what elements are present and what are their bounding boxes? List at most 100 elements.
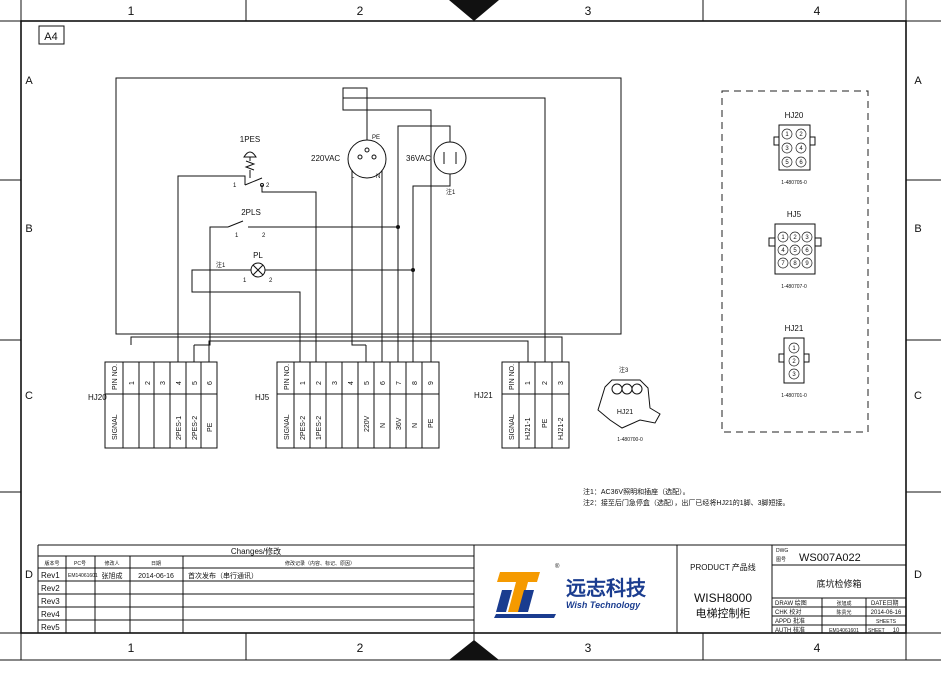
drawing-title: 底坑检修箱: [816, 578, 861, 589]
zone-labels: 1 2 3 4 1 2 3 4 A B C D A B C D A4: [25, 4, 922, 655]
hj5-pin: 2: [316, 381, 323, 385]
1pes-label: 1PES: [240, 135, 260, 144]
change-rev: Rev1: [41, 571, 60, 580]
col-label-top: 4: [814, 4, 821, 18]
row-label-left: A: [25, 75, 33, 87]
hj20-table-name: HJ20: [88, 393, 107, 402]
part-hj5-pin: 1: [781, 235, 785, 241]
changes-header: PC号: [74, 561, 86, 567]
part-hj20-pin: 2: [799, 132, 803, 138]
part-hj5-pin: 8: [793, 261, 797, 267]
hj20-pin: 4: [176, 381, 183, 385]
hj21-signal: HJ21-1: [525, 417, 532, 440]
part-hj5-pin: 5: [793, 248, 797, 254]
hj21-pin: 1: [525, 381, 532, 385]
change-date: 2014-06-16: [138, 573, 174, 580]
change-rev: Rev2: [41, 584, 60, 593]
switch-2pls: 2PLS 1 2: [227, 208, 266, 239]
change-author: 张旭成: [102, 571, 123, 580]
paper-size-label: A4: [44, 31, 57, 43]
hj20-pin: 1: [129, 381, 136, 385]
paper-size-box: [38, 25, 65, 45]
part-hj21-pin: 2: [792, 359, 796, 365]
part-hj21: HJ21 1 2 3 1-480701-0: [778, 324, 810, 399]
hj5-pin: 6: [380, 381, 387, 385]
part-hj5-pn: 1-480707-0: [781, 284, 807, 290]
dwg-label: DWG: [776, 548, 788, 554]
sheet-label: SHEET: [868, 628, 885, 634]
row-label-right: D: [914, 569, 922, 581]
part-hj5-pin: 2: [793, 235, 797, 241]
part-hj20-pin: 4: [799, 146, 803, 152]
hj20-signal: 2PES-1: [176, 416, 183, 440]
socket-36-label: 36VAC: [406, 154, 431, 163]
part-hj20-pin: 3: [785, 146, 789, 152]
connector-table-hj20: HJ20 PIN NO. SIGNAL 1 2 3 4 5 6 2PES-1 2…: [88, 361, 218, 449]
2pls-pin2: 2: [262, 233, 266, 239]
part-hj21-pn: 1-480701-0: [781, 393, 807, 399]
auth-value: EM14061601: [829, 628, 859, 634]
hj21-pin: 3: [558, 381, 565, 385]
hj5-pin: 9: [428, 381, 435, 385]
signal-header: SIGNAL: [509, 414, 516, 440]
part-hj5-name: HJ5: [787, 210, 802, 219]
product-label: PRODUCT 产品线: [690, 562, 756, 572]
mushroom-button-icon: [243, 151, 257, 158]
change-rev: Rev3: [41, 597, 60, 606]
col-label-top: 1: [128, 4, 135, 18]
socket-220-n: N: [376, 174, 380, 180]
part-hj20-pin: 1: [785, 132, 789, 138]
part-hj21-pin: 3: [792, 372, 796, 378]
change-rev: Rev5: [41, 623, 60, 632]
row-label-right: A: [914, 75, 922, 87]
logo-english: Wish Technology: [566, 600, 641, 610]
center-mark-bottom: [449, 640, 499, 660]
changes-header: 日期: [151, 561, 161, 567]
part-hj5-pin: 4: [781, 248, 785, 254]
plug-name: HJ21: [617, 409, 633, 416]
drawing-info: DWG 图号 WS007A022 底坑检修箱 DRAW 绘图 张旭成 CHK 校…: [772, 548, 906, 634]
connector-table-hj5: HJ5 PIN NO. SIGNAL 1 2 3 4 5 6 7 8 9 2PE…: [255, 361, 440, 449]
connector-table-hj21: HJ21 PIN NO. SIGNAL 1 2 3 HJ21-1 PE HJ21…: [474, 361, 570, 449]
draw-label: DRAW 绘图: [775, 599, 807, 607]
change-pc: EM14061601: [68, 573, 98, 579]
parts-box: [721, 90, 869, 433]
auth-label: AUTH 核准: [775, 626, 805, 634]
part-hj5-pin: 7: [781, 261, 785, 267]
pl-pin2: 2: [269, 278, 273, 284]
hj5-pin: 7: [396, 381, 403, 385]
change-record: 首次发布（串行通讯）: [188, 571, 258, 580]
signal-header: SIGNAL: [112, 414, 119, 440]
col-label-bottom: 1: [128, 641, 135, 655]
part-hj5-pin: 9: [805, 261, 809, 267]
dwg-number: WS007A022: [799, 552, 861, 564]
pin-no-header: PIN NO.: [509, 364, 516, 390]
pl-label: PL: [253, 251, 263, 260]
hj5-pin: 4: [348, 381, 355, 385]
hj5-signal: 220V: [364, 415, 371, 432]
socket-220-l: L: [351, 174, 355, 180]
part-hj20-pin: 6: [799, 160, 803, 166]
part-hj20-name: HJ20: [785, 111, 804, 120]
part-hj21-pin: 1: [792, 346, 796, 352]
date-value: 2014-06-16: [871, 610, 902, 616]
hj5-pin: 1: [300, 381, 307, 385]
hj20-signal: PE: [207, 422, 214, 432]
hj21-pin: 2: [542, 381, 549, 385]
plug-part-number: 1-480700-0: [617, 437, 643, 443]
chk-label: CHK 校对: [775, 608, 801, 616]
col-label-bottom: 2: [357, 641, 364, 655]
hj20-pin: 3: [160, 381, 167, 385]
changes-table: Changes/修改 版本号 PC号 修改人 日期 修改记录（内容、标记、原因）…: [38, 546, 474, 633]
hj5-signal: N: [412, 423, 419, 428]
row-label-left: D: [25, 569, 33, 581]
2pls-label: 2PLS: [241, 208, 261, 217]
hj5-signal: 36V: [396, 417, 403, 430]
hj5-signal: N: [380, 423, 387, 428]
center-mark-top: [449, 0, 499, 21]
part-hj20-pn: 1-480705-0: [781, 180, 807, 186]
plug-note: 注3: [619, 366, 629, 374]
hj21-table-name: HJ21: [474, 391, 493, 400]
sheet-value: 10: [893, 628, 900, 634]
